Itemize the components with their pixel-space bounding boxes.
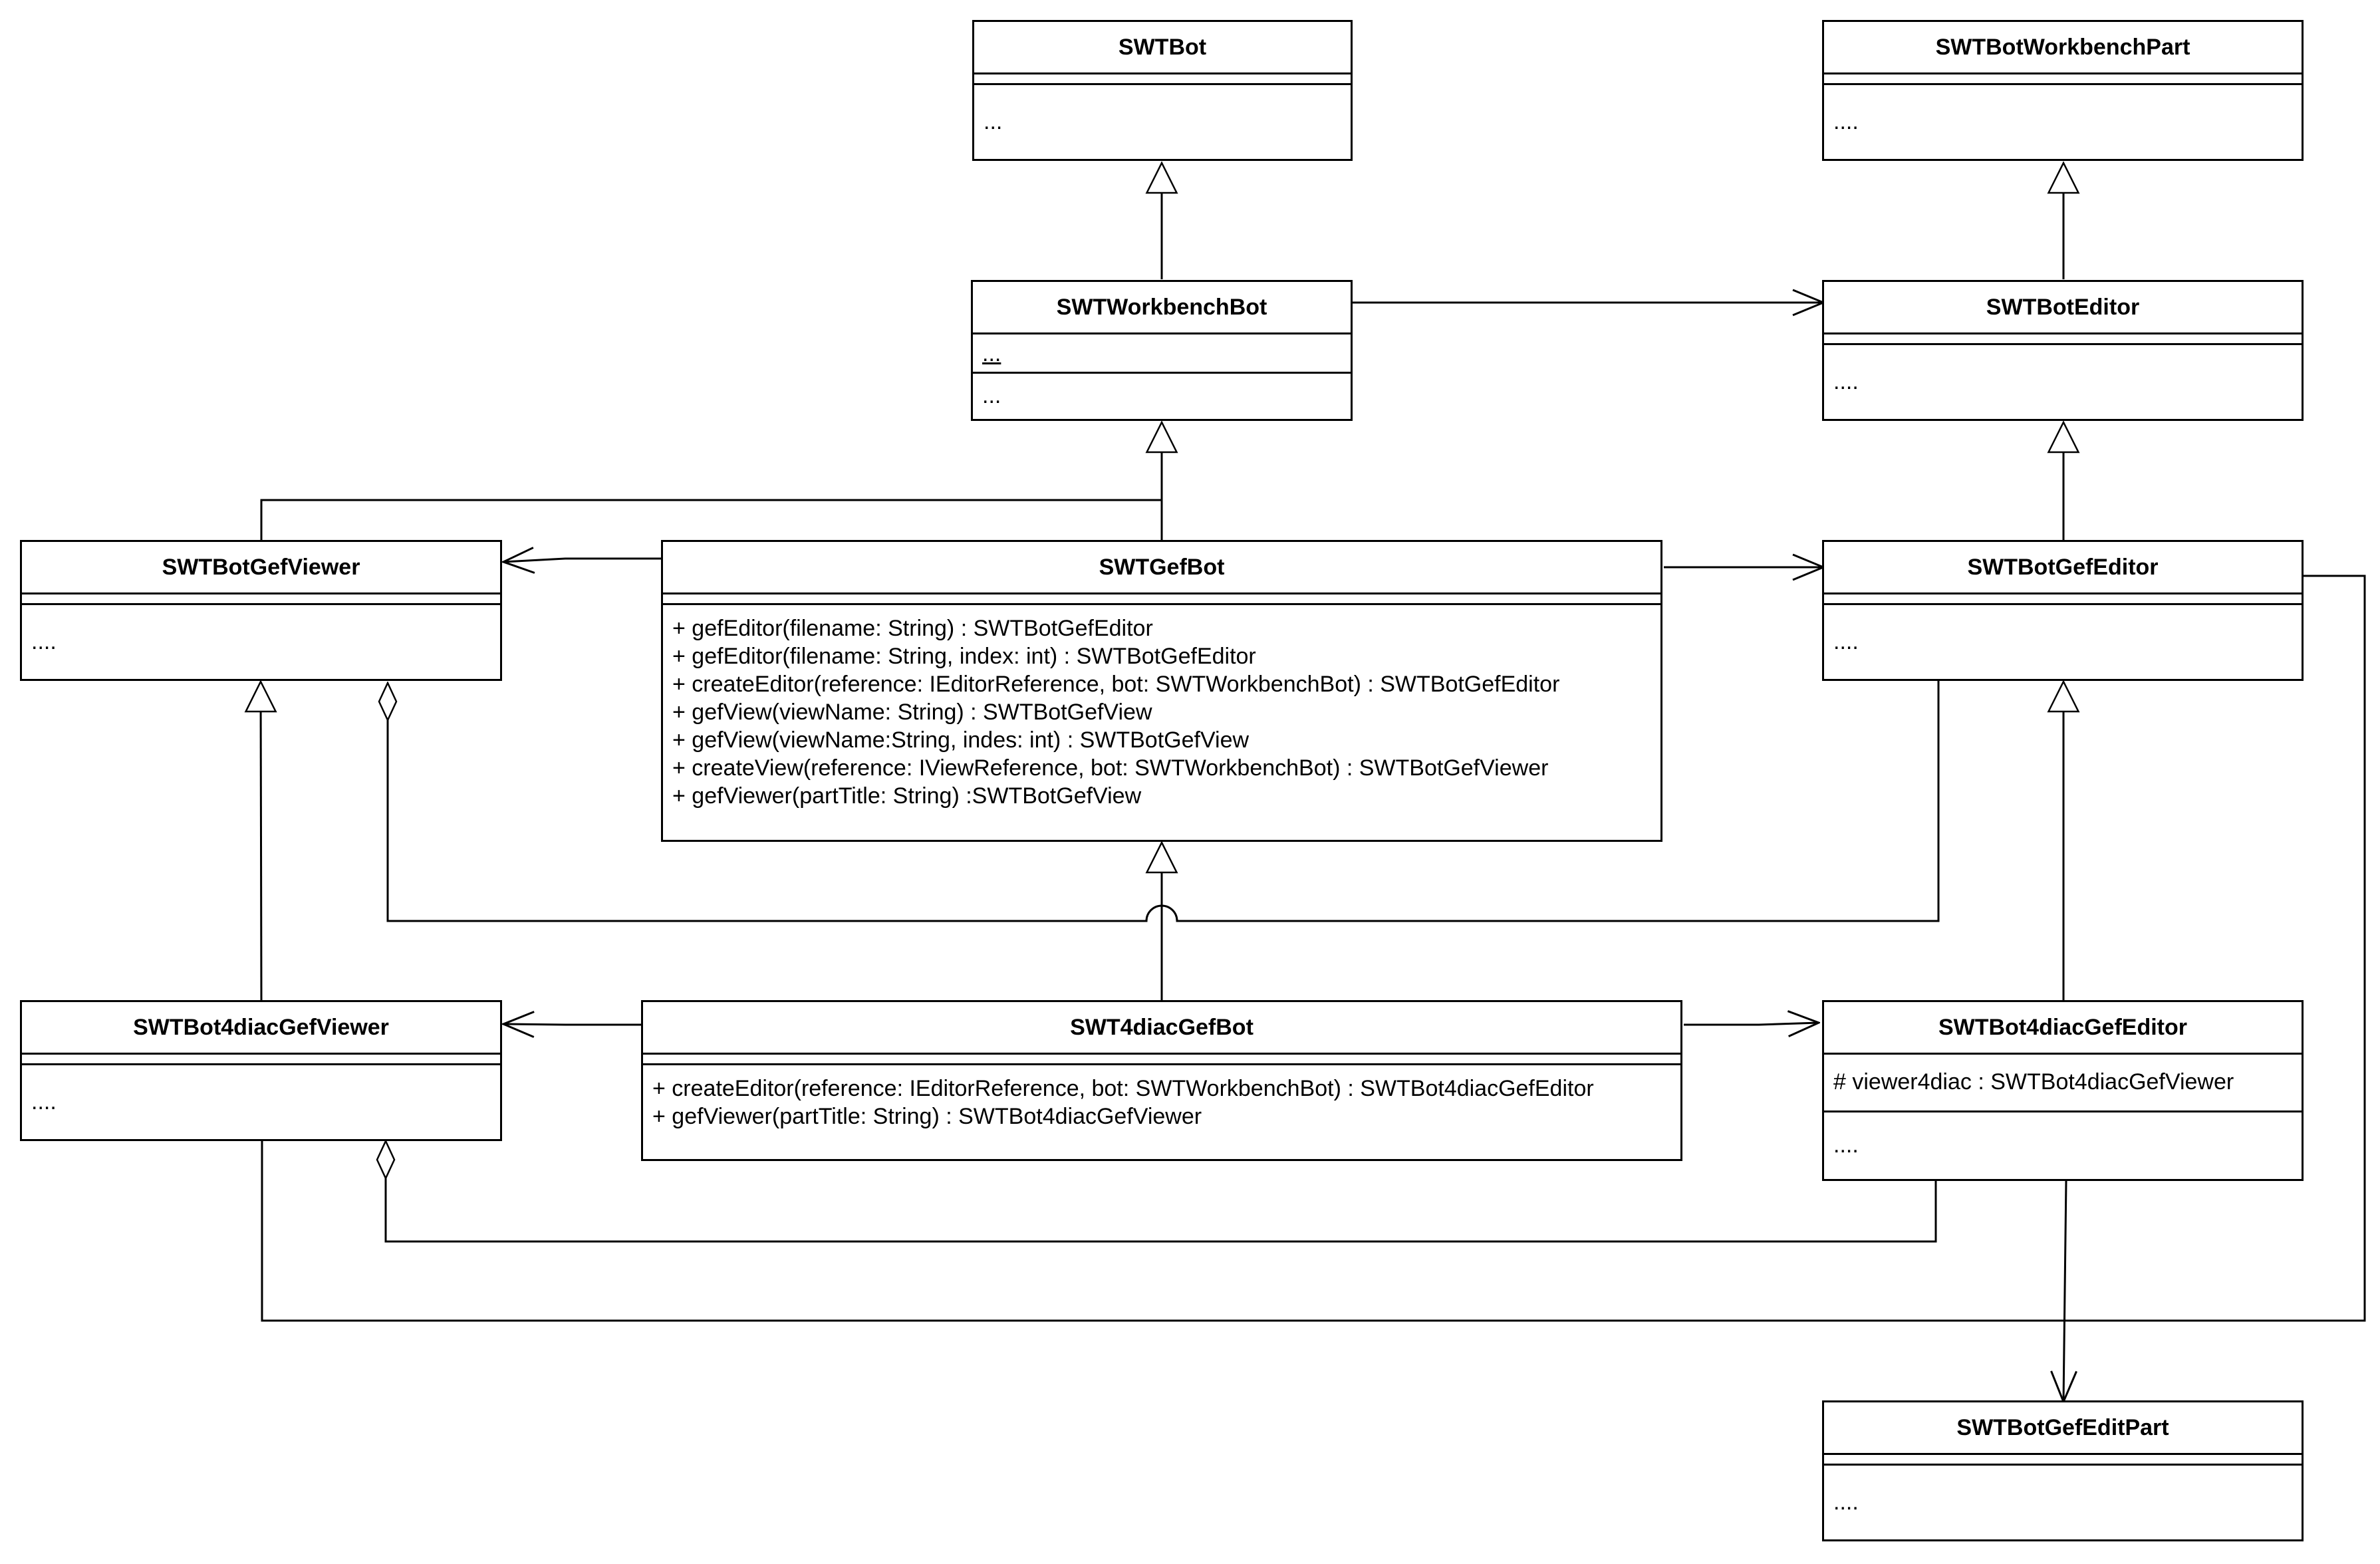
class-name: SWTWorkbenchBot — [1056, 294, 1267, 320]
operations-compartment: .... — [1824, 1464, 2302, 1541]
attributes-compartment — [1824, 592, 2302, 603]
operation: + createEditor(reference: IEditorReferen… — [652, 1076, 1594, 1101]
attributes-compartment: ... — [973, 332, 1351, 372]
class-swtbot[interactable]: SWTBot ... — [972, 20, 1353, 161]
attribute: # viewer4diac : SWTBot4diacGefViewer — [1833, 1069, 2234, 1095]
attribute: ... — [982, 341, 1001, 366]
attributes-compartment — [22, 1053, 500, 1063]
class-name: SWTBot — [1118, 34, 1207, 60]
class-name: SWTBotGefEditor — [1967, 554, 2159, 580]
operations-compartment: + gefEditor(filename: String) : SWTBotGe… — [663, 603, 1660, 810]
operation: .... — [1833, 1132, 1859, 1158]
attributes-compartment — [1824, 72, 2302, 83]
operation: + gefEditor(filename: String, index: int… — [672, 644, 1256, 669]
operation: + gefEditor(filename: String) : SWTBotGe… — [672, 616, 1153, 641]
operations-compartment: .... — [1824, 83, 2302, 161]
operation: + gefView(viewName:String, indes: int) :… — [672, 727, 1250, 753]
operations-compartment: .... — [1824, 343, 2302, 421]
operation: + gefViewer(partTitle: String) : SWTBot4… — [652, 1104, 1202, 1129]
attributes-compartment — [22, 592, 500, 603]
operation: .... — [1833, 629, 1859, 654]
operation: + createView(reference: IViewReference, … — [672, 755, 1549, 781]
class-name: SWTGefBot — [1099, 554, 1225, 580]
class-swtbot-editor[interactable]: SWTBotEditor .... — [1822, 280, 2304, 421]
association-gefbot-to-gefviewer — [503, 559, 661, 562]
operation: .... — [1833, 1490, 1859, 1515]
operation: .... — [1833, 369, 1859, 394]
association-4diacbot-to-4diacviewer — [503, 1024, 641, 1025]
class-name: SWTBot4diacGefViewer — [133, 1014, 389, 1040]
association-4diaceditor-to-editpart — [2063, 1180, 2066, 1402]
association-4diacbot-to-4diaceditor — [1684, 1023, 1819, 1025]
class-name: SWTBot4diacGefEditor — [1938, 1014, 2188, 1040]
class-name: SWTBotGefEditPart — [1956, 1414, 2169, 1440]
operation: .... — [1833, 109, 1859, 134]
generalization-gefviewer-to-workbenchbot — [260, 499, 1162, 540]
attributes-compartment — [974, 72, 1351, 83]
class-swtbot-gef-viewer[interactable]: SWTBotGefViewer .... — [20, 540, 502, 681]
class-swtbot4diac-gef-editor[interactable]: SWTBot4diacGefEditor # viewer4diac : SWT… — [1822, 1000, 2304, 1181]
operation: .... — [31, 1089, 57, 1114]
class-swtbot-gef-edit-part[interactable]: SWTBotGefEditPart .... — [1822, 1400, 2304, 1541]
operations-compartment: .... — [1824, 603, 2302, 681]
class-swtbot-workbench-part[interactable]: SWTBotWorkbenchPart .... — [1822, 20, 2304, 161]
operations-compartment: + createEditor(reference: IEditorReferen… — [643, 1063, 1680, 1130]
class-name: SWTBotGefViewer — [162, 554, 360, 580]
attributes-compartment — [1824, 332, 2302, 343]
class-name: SWTBotWorkbenchPart — [1935, 34, 2190, 60]
class-swt4diac-gef-bot[interactable]: SWT4diacGefBot + createEditor(reference:… — [641, 1000, 1682, 1161]
aggregation-gefeditor-gefviewer — [388, 681, 1940, 922]
operation: ... — [984, 109, 1003, 134]
class-swt-gef-bot[interactable]: SWTGefBot + gefEditor(filename: String) … — [661, 540, 1662, 842]
operations-compartment: ... — [974, 83, 1351, 161]
class-name: SWT4diacGefBot — [1070, 1014, 1254, 1040]
class-swt-workbench-bot[interactable]: SWTWorkbenchBot ... ... — [971, 280, 1353, 421]
attributes-compartment — [663, 592, 1660, 603]
attributes-compartment — [1824, 1453, 2302, 1464]
operations-compartment: .... — [1824, 1110, 2302, 1179]
attributes-compartment — [643, 1053, 1680, 1063]
operation: .... — [31, 629, 57, 654]
operation: + gefViewer(partTitle: String) :SWTBotGe… — [672, 783, 1142, 809]
operations-compartment: .... — [22, 603, 500, 681]
class-name: SWTBotEditor — [1986, 294, 2140, 320]
connector-gefeditor-4diacviewer — [261, 575, 2366, 1322]
attributes-compartment: # viewer4diac : SWTBot4diacGefViewer — [1824, 1053, 2302, 1110]
operation: ... — [982, 383, 1001, 408]
class-swtbot4diac-gef-viewer[interactable]: SWTBot4diacGefViewer .... — [20, 1000, 502, 1141]
operations-compartment: .... — [22, 1063, 500, 1141]
operation: + createEditor(reference: IEditorReferen… — [672, 672, 1560, 697]
operations-compartment: ... — [973, 372, 1351, 421]
aggregation-4diaceditor-4diacviewer — [386, 1141, 1937, 1243]
operation: + gefView(viewName: String) : SWTBotGefV… — [672, 700, 1152, 725]
class-swtbot-gef-editor[interactable]: SWTBotGefEditor .... — [1822, 540, 2304, 681]
